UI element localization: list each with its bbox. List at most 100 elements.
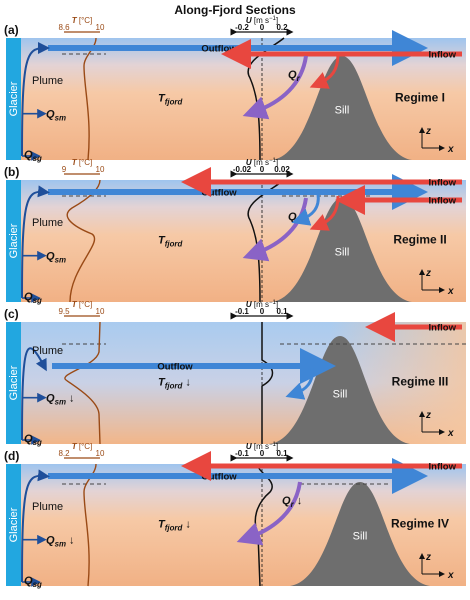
panel-tag: (c): [4, 307, 19, 321]
z-axis-label: z: [425, 410, 431, 421]
x-axis-label: x: [447, 428, 454, 439]
temp-tick-max: 10: [96, 165, 105, 174]
q-sm-label: Qsm: [46, 109, 66, 123]
q-sm-label: Qsm ↓: [46, 393, 75, 407]
temp-axis-label: T [°C]: [72, 158, 93, 167]
q-sm-label: Qsm ↓: [46, 535, 75, 549]
t-fjord-label: Tfjord ↓: [158, 518, 191, 532]
velocity-axis-label: U [m s−1]: [246, 300, 278, 309]
outflow-label: Outflow: [201, 188, 237, 199]
reflux-arrow: [242, 55, 308, 120]
z-axis-label: z: [425, 268, 431, 279]
inflow-label: Inflow: [429, 323, 457, 334]
q-sg-label: Qsg: [24, 291, 42, 305]
vel-tick-neg: -0.2: [235, 23, 249, 32]
temp-tick-max: 10: [96, 449, 105, 458]
velocity-axis-label: U [m s−1]: [246, 442, 278, 451]
temp-tick-min: 9.5: [58, 307, 70, 316]
temp-axis-label: T [°C]: [72, 16, 93, 25]
sill-label: Sill: [353, 531, 368, 543]
reflux-arrow: [236, 481, 302, 546]
t-fjord-label: Tfjord: [158, 92, 182, 106]
panel-tag: (a): [4, 23, 19, 37]
outflow-branch-arrow: [285, 367, 314, 400]
vel-tick-pos: 0.2: [276, 23, 288, 32]
plume-label: Plume: [32, 501, 63, 513]
velocity-axis-label: U [m s−1]: [246, 16, 278, 25]
figure-title: Along-Fjord Sections: [174, 3, 296, 17]
q-r-label: Qr ↓: [282, 495, 302, 509]
glacier-wall: [6, 322, 21, 444]
regime-label: Regime I: [395, 90, 445, 104]
q-r-label: Qr: [288, 69, 301, 83]
t-fjord-label: Tfjord: [158, 234, 182, 248]
plume-arrow: [21, 185, 50, 299]
temp-tick-min: 8.2: [58, 449, 70, 458]
panel-tag: (d): [4, 449, 19, 463]
glacier-label: Glacier: [8, 507, 20, 542]
glacier-wall: [6, 180, 21, 302]
glacier-wall: [6, 464, 21, 586]
x-axis-label: x: [447, 286, 454, 297]
inflow-label: Inflow: [429, 462, 457, 473]
temp-axis-label: T [°C]: [72, 300, 93, 309]
velocity-profile: [261, 322, 274, 444]
outflow-label: Outflow: [201, 472, 237, 483]
q-sg-label: Qsg: [24, 575, 42, 589]
inflow-label: Inflow: [429, 178, 457, 189]
temp-axis-label: T [°C]: [72, 442, 93, 451]
outflow-branch-arrow: [291, 193, 320, 226]
plume-label: Plume: [32, 345, 63, 357]
sill-label: Sill: [335, 247, 350, 259]
plume-label: Plume: [32, 75, 63, 87]
outflow-label: Outflow: [157, 362, 193, 373]
temp-tick-max: 10: [96, 307, 105, 316]
temp-tick-min: 9: [62, 165, 67, 174]
vel-tick-zero: 0: [260, 449, 265, 458]
glacier-label: Glacier: [8, 81, 20, 116]
sill-overflow-arrow: [309, 195, 340, 231]
q-sg-label: Qsg: [24, 433, 42, 447]
sill-shape: [272, 56, 412, 160]
vel-tick-neg: -0.02: [233, 165, 252, 174]
vel-tick-zero: 0: [260, 23, 265, 32]
outflow-label: Outflow: [201, 44, 237, 55]
temp-tick-min: 8.6: [58, 23, 70, 32]
plume-arrow: [21, 469, 50, 583]
glacier-wall: [6, 38, 21, 160]
q-sm-label: Qsm: [46, 251, 66, 265]
reflux-arrow: [242, 197, 308, 262]
vel-tick-zero: 0: [260, 307, 265, 316]
sill-overflow-arrow: [309, 53, 340, 89]
vel-tick-pos: 0.02: [274, 165, 290, 174]
sill-shape: [270, 336, 410, 444]
vel-tick-neg: -0.1: [235, 449, 249, 458]
panel-tag: (b): [4, 165, 19, 179]
glacier-label: Glacier: [8, 223, 20, 258]
z-axis-label: z: [425, 126, 431, 137]
temperature-profile: [66, 179, 101, 303]
sill-label: Sill: [333, 389, 348, 401]
inflow-label: Inflow: [429, 196, 457, 207]
regime-label: Regime III: [392, 374, 449, 388]
regime-label: Regime IV: [391, 516, 449, 530]
vel-tick-pos: 0.1: [276, 307, 288, 316]
sill-label: Sill: [335, 105, 350, 117]
q-sg-label: Qsg: [24, 149, 42, 163]
inflow-label: Inflow: [429, 50, 457, 61]
panel-1: Sill Glacier (a) 8.6 10T [°C] -0.2 0 0.2U [m s−…: [4, 16, 466, 163]
vel-tick-pos: 0.1: [276, 449, 288, 458]
temp-tick-max: 10: [96, 23, 105, 32]
x-axis-label: x: [447, 144, 454, 155]
vel-tick-neg: -0.1: [235, 307, 249, 316]
x-axis-label: x: [447, 570, 454, 581]
t-fjord-label: Tfjord ↓: [158, 376, 191, 390]
panel-4: Sill Glacier (d) 8.2 10T [°C] -0.1 0 0.1U [m s−…: [4, 442, 466, 589]
plume-arrow: [21, 347, 47, 441]
velocity-axis-label: U [m s−1]: [246, 158, 278, 167]
sill-shape: [290, 482, 430, 586]
